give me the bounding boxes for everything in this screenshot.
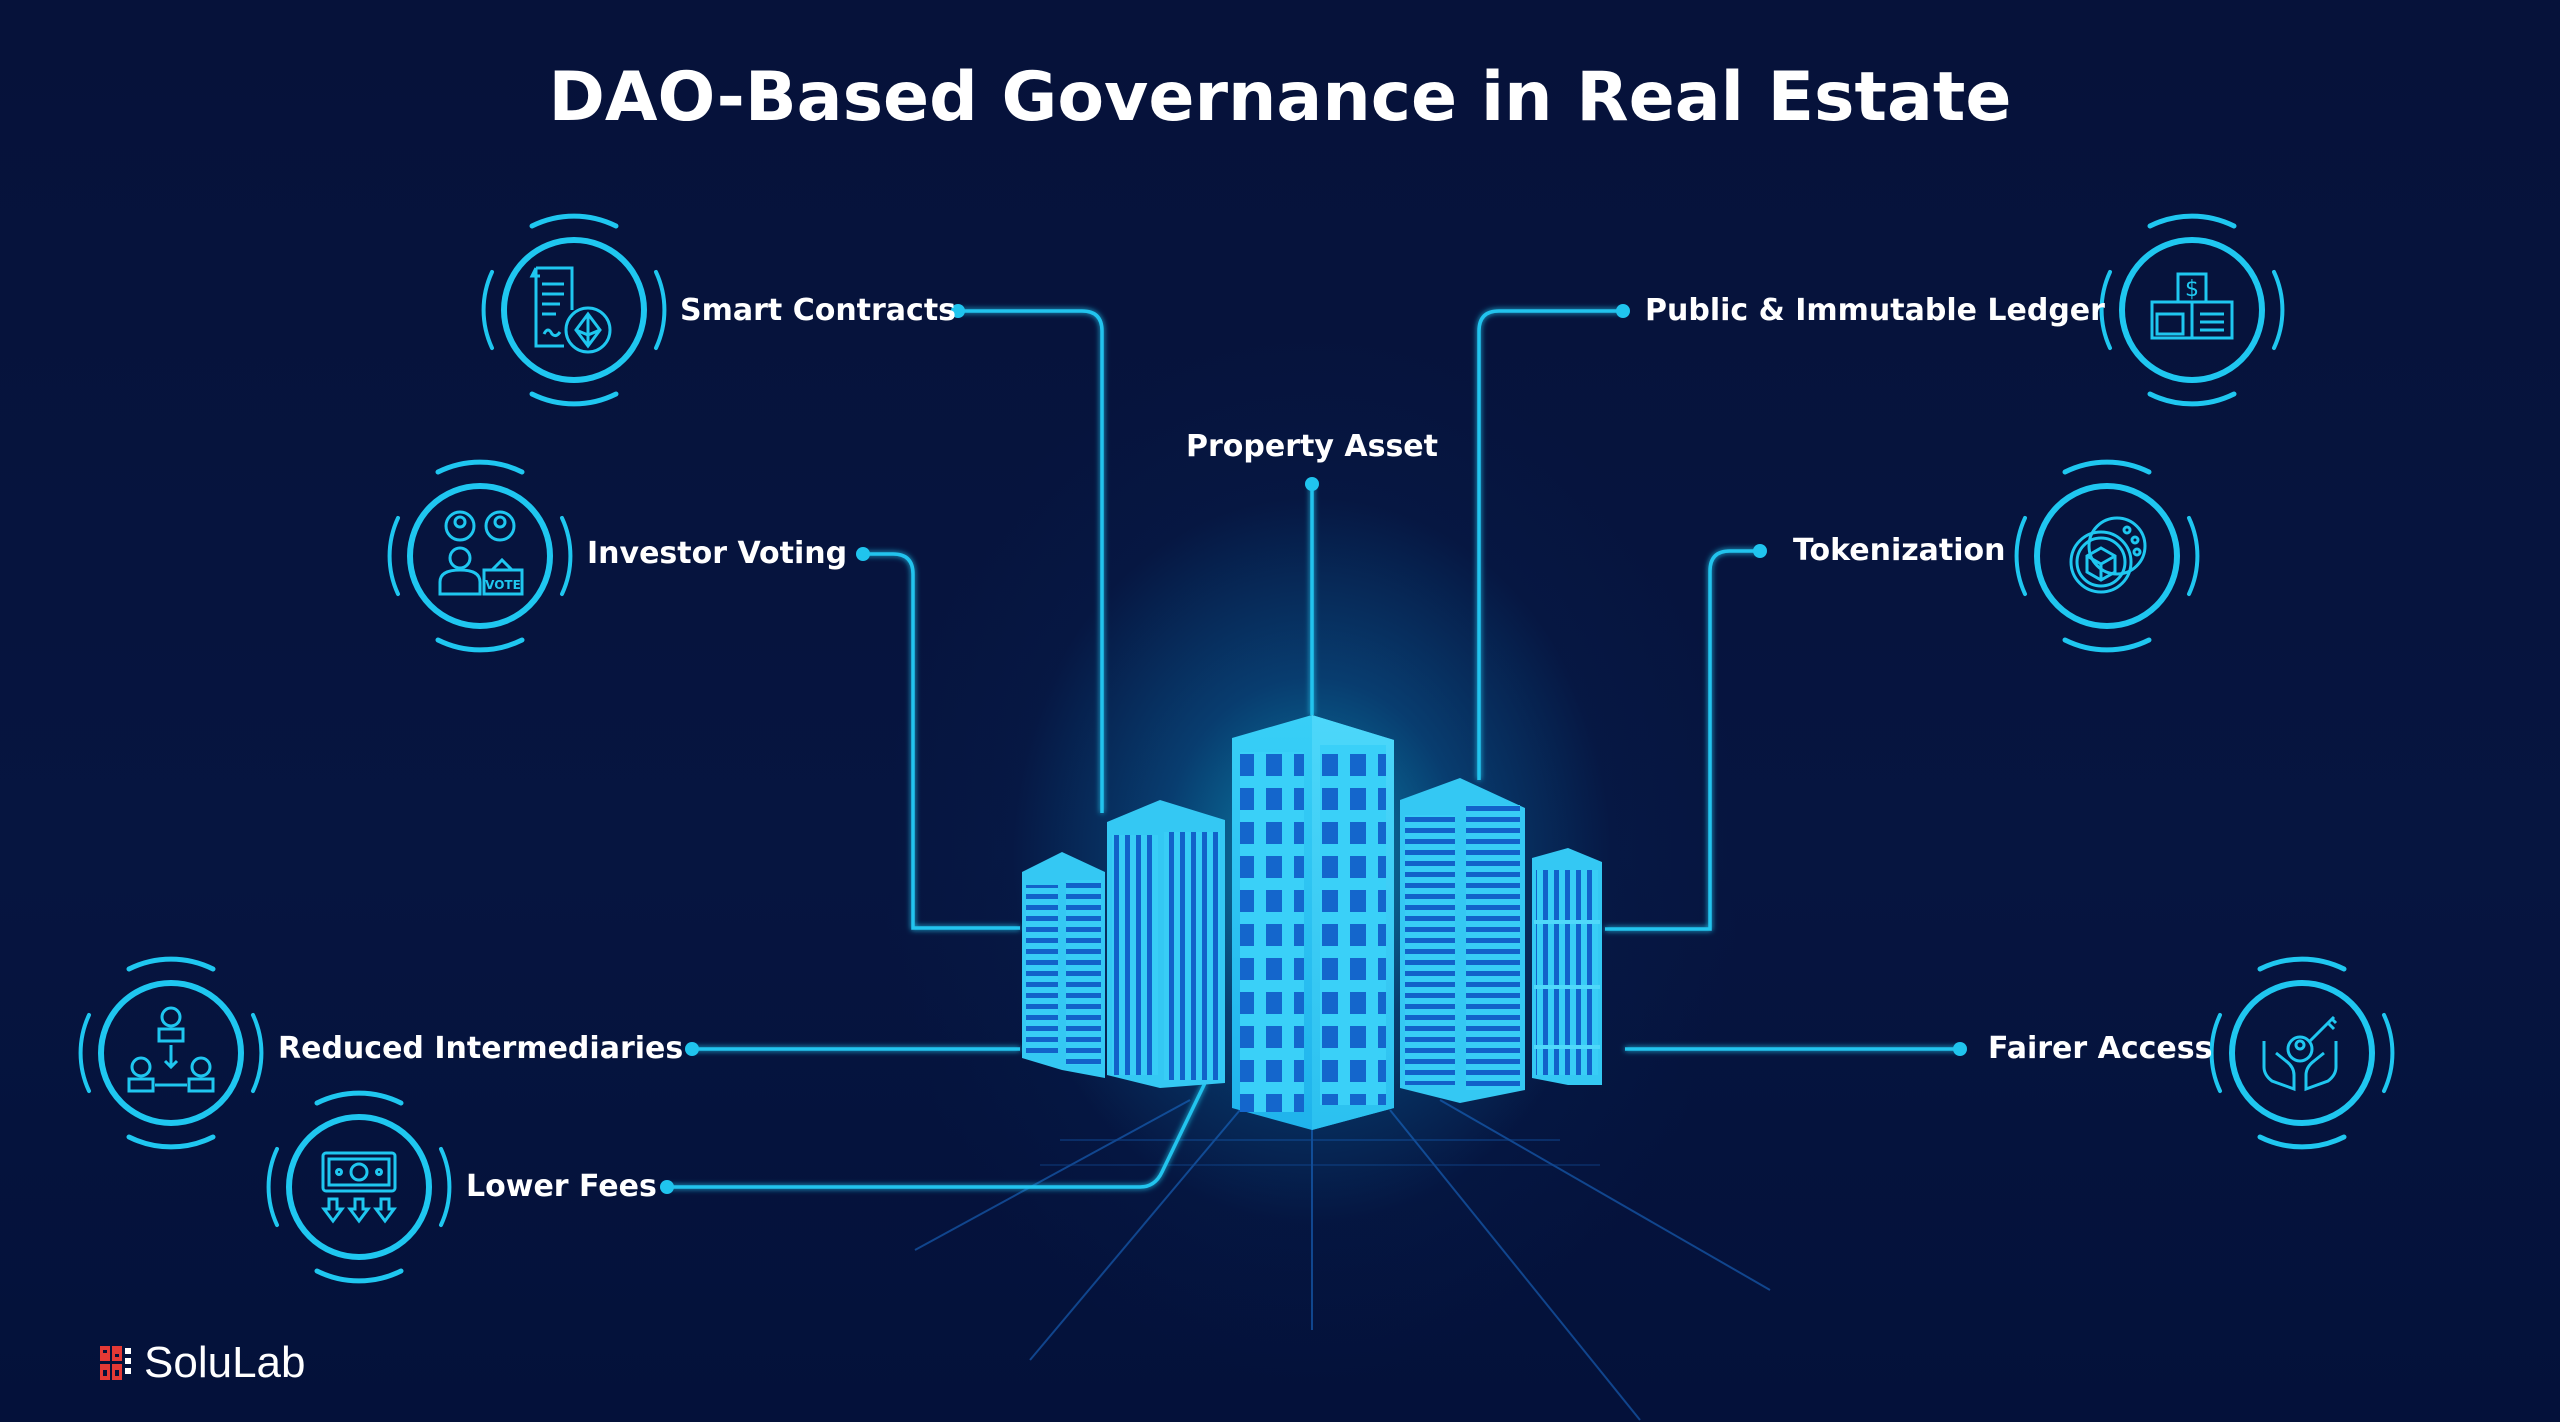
node-label-public-ledger: Public & Immutable Ledger (1645, 293, 2105, 328)
dot-tokenization (1753, 544, 1767, 558)
node-label-smart-contracts: Smart Contracts (680, 293, 957, 328)
node-label-investor-voting: Investor Voting (587, 536, 848, 571)
line-investor-voting (863, 552, 1020, 930)
ledger-dollar-icon: $ (2102, 216, 2283, 404)
building-far-left (1022, 852, 1105, 1078)
node-label-tokenization: Tokenization (1793, 533, 2006, 568)
building-right (1400, 778, 1525, 1103)
line-tokenization (1605, 549, 1760, 931)
page-title: DAO-Based Governance in Real Estate (548, 58, 2012, 137)
line-lower-fees (667, 1082, 1207, 1189)
line-public-ledger (1477, 309, 1623, 780)
dot-public-ledger (1616, 304, 1630, 318)
dot-smart-contracts (951, 304, 965, 318)
dot-fairer-access (1953, 1042, 1967, 1056)
solulab-logo: SoluLab (100, 1338, 305, 1388)
line-smart-contracts (958, 309, 1104, 813)
solulab-logo-mark-icon (100, 1346, 131, 1380)
contract-ethereum-icon (484, 216, 665, 404)
money-down-icon (269, 1093, 450, 1281)
vote-icon: VOTE (390, 462, 571, 650)
center-label-property-asset: Property Asset (1186, 429, 1438, 464)
building-center (1232, 715, 1394, 1130)
token-cube-icon (2017, 462, 2198, 650)
building-far-right (1532, 848, 1602, 1085)
building-left (1107, 800, 1225, 1088)
node-label-reduced-intermediaries: Reduced Intermediaries (278, 1031, 684, 1066)
logo-text: SoluLab (144, 1338, 306, 1387)
svg-text:$: $ (2185, 277, 2199, 302)
intermediaries-icon (81, 959, 262, 1147)
hands-key-icon (2212, 959, 2393, 1147)
node-label-lower-fees: Lower Fees (466, 1169, 657, 1204)
dot-lower-fees (660, 1180, 674, 1194)
node-label-fairer-access: Fairer Access (1988, 1031, 2213, 1066)
svg-text:VOTE: VOTE (485, 578, 521, 592)
dot-investor-voting (856, 547, 870, 561)
dot-reduced-intermediaries (685, 1042, 699, 1056)
dot-property-asset (1305, 477, 1319, 491)
floor-grid (914, 1099, 1771, 1421)
